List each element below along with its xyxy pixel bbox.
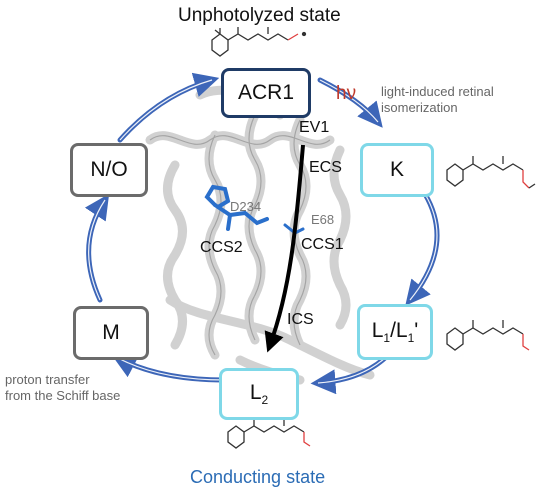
arrow-l2-to-m: [111, 354, 228, 383]
state-k-label: K: [389, 158, 404, 181]
d234-label: D234: [230, 199, 262, 214]
ics-label: ICS: [287, 311, 314, 328]
isomerization-note: light-induced retinal isomerization: [381, 84, 494, 115]
retinal-structure-l1: [446, 320, 530, 351]
light-symbol: hν: [336, 83, 357, 104]
state-acr1-label: ACR1: [237, 81, 295, 104]
arrow-no-to-acr1: [117, 72, 220, 143]
state-l1: L1/L1': [357, 304, 433, 360]
ecs-label: ECS: [309, 159, 342, 176]
retinal-structure-top: [211, 27, 307, 57]
state-k: K: [360, 143, 434, 197]
ccs2-label: CCS2: [200, 239, 243, 256]
ccs1-label: CCS1: [301, 236, 344, 253]
ev1-label: EV1: [299, 119, 330, 136]
e68-label: E68: [311, 212, 335, 227]
retinal-structure-k: [446, 156, 536, 189]
state-l2: L2: [219, 368, 299, 420]
residue-d234: [204, 184, 269, 231]
proton-transfer-note: proton transfer from the Schiff base: [5, 372, 121, 403]
retinal-structure-l2: [227, 418, 311, 449]
state-no: N/O: [70, 143, 148, 197]
state-l2-label: L2: [249, 380, 269, 408]
page-title: Unphotolyzed state: [178, 5, 341, 26]
state-no-label: N/O: [90, 158, 128, 181]
state-m: M: [73, 306, 149, 360]
state-acr1: ACR1: [221, 68, 311, 118]
conducting-state-title: Conducting state: [190, 467, 326, 487]
state-m-label: M: [102, 321, 120, 344]
state-l1-label: L1/L1': [371, 318, 419, 346]
ion-pathway-arrow: [264, 144, 305, 353]
